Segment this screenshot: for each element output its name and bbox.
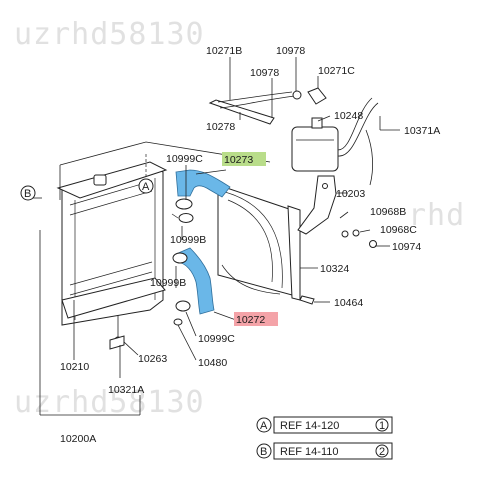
highlight-10272	[234, 312, 278, 326]
svg-text:1: 1	[379, 420, 385, 432]
svg-text:B: B	[260, 446, 267, 458]
label-10371a: 10371A	[404, 125, 440, 137]
label-10974: 10974	[392, 241, 421, 253]
callout-b: B	[20, 185, 36, 201]
label-10978-b: 10978	[250, 67, 279, 79]
watermark-right: rhd	[408, 198, 465, 233]
highlight-10273	[222, 152, 266, 166]
svg-text:REF 14-120: REF 14-120	[280, 420, 339, 432]
lower-radiator-hose	[175, 247, 215, 315]
svg-text:2: 2	[379, 446, 385, 458]
svg-text:REF 14-110: REF 14-110	[280, 446, 339, 458]
label-10968b: 10968B	[370, 206, 406, 218]
svg-text:A: A	[260, 420, 268, 432]
svg-text:B: B	[24, 188, 31, 200]
label-10324: 10324	[320, 263, 349, 275]
label-10248: 10248	[334, 110, 363, 122]
hose-clamps-upper	[171, 198, 194, 223]
label-10273: 10273	[224, 154, 253, 166]
label-10999b-a: 10999B	[170, 234, 206, 246]
label-10272: 10272	[236, 314, 265, 326]
label-10210: 10210	[60, 361, 89, 373]
ref-legend-b: B REF 14-110 2	[256, 442, 393, 460]
small-hardware	[109, 229, 377, 350]
label-10999c-top: 10999C	[166, 153, 203, 165]
label-10480: 10480	[198, 357, 227, 369]
bracket	[297, 175, 337, 235]
watermark-top: uzrhd58130	[14, 17, 205, 52]
label-10321a: 10321A	[108, 384, 144, 396]
label-10278: 10278	[206, 121, 235, 133]
label-10263: 10263	[138, 353, 167, 365]
ref-legend-a: A REF 14-120 1	[256, 416, 393, 434]
label-10200a: 10200A	[60, 433, 96, 445]
label-10271c: 10271C	[318, 65, 355, 77]
leader-lines	[39, 57, 400, 416]
label-10968c: 10968C	[380, 224, 417, 236]
svg-text:A: A	[142, 181, 150, 193]
watermark-bottom: uzrhd58130	[14, 385, 205, 420]
label-10999b-b: 10999B	[150, 277, 186, 289]
overflow-hose	[208, 87, 327, 125]
fan-shroud	[217, 184, 301, 301]
label-10999c-bot: 10999C	[198, 333, 235, 345]
label-10203: 10203	[336, 188, 365, 200]
reservoir-tank	[291, 97, 379, 186]
label-10978-a: 10978	[276, 45, 305, 57]
callout-a: A	[138, 178, 154, 194]
upper-radiator-hose	[175, 169, 231, 198]
label-10271b: 10271B	[206, 45, 242, 57]
label-10464: 10464	[334, 297, 363, 309]
